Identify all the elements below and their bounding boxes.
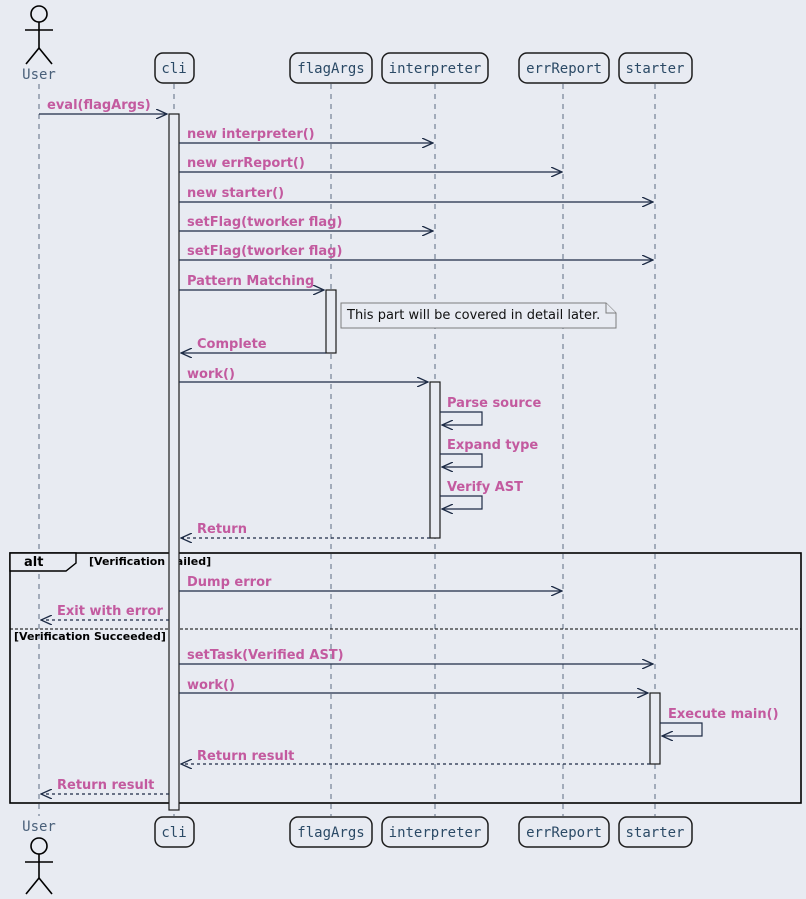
- message: Dump error: [179, 575, 562, 591]
- message-label: work(): [187, 678, 235, 693]
- self-message: Expand type: [440, 438, 538, 467]
- message-label: setFlag(tworker flag): [187, 215, 342, 230]
- message-label: Expand type: [447, 438, 538, 453]
- message-label: Exit with error: [57, 604, 163, 619]
- participant-label: cli: [161, 61, 186, 77]
- message: setFlag(tworker flag): [179, 244, 653, 260]
- note: This part will be covered in detail late…: [340, 302, 617, 329]
- actor-icon: [25, 837, 53, 895]
- activation-flagargs: [325, 289, 337, 354]
- message-label: Dump error: [187, 575, 272, 590]
- participant-label: cli: [161, 825, 186, 841]
- participant-label: interpreter: [389, 825, 482, 841]
- activation-starter: [649, 692, 661, 765]
- participant-label: flagArgs: [297, 825, 364, 841]
- self-message: Verify AST: [440, 480, 523, 509]
- message-label: Return result: [57, 778, 154, 793]
- participant-label: flagArgs: [297, 61, 364, 77]
- message-label: Execute main(): [668, 707, 779, 722]
- participant-interpreter-top: interpreter: [381, 52, 489, 84]
- message-label: setFlag(tworker flag): [187, 244, 342, 259]
- participant-cli-bottom: cli: [154, 816, 195, 848]
- participant-starter-bottom: starter: [618, 816, 693, 848]
- message-arrow: [660, 722, 703, 736]
- participant-label: errReport: [526, 825, 602, 841]
- message-label: Pattern Matching: [187, 274, 314, 289]
- participant-starter-top: starter: [618, 52, 693, 84]
- message: Exit with error: [41, 604, 169, 620]
- self-message: Execute main(): [660, 707, 779, 736]
- actor-user-bottom: User: [22, 819, 56, 895]
- participant-flagargs-top: flagArgs: [289, 52, 373, 84]
- message: new starter(): [179, 186, 653, 202]
- message: work(): [179, 678, 648, 693]
- self-message: Parse source: [440, 396, 541, 425]
- message: new interpreter(): [179, 127, 433, 143]
- message-arrow: [440, 411, 483, 425]
- participant-errreport-top: errReport: [518, 52, 610, 84]
- activation-cli: [168, 113, 180, 811]
- message: eval(flagArgs): [39, 98, 167, 114]
- message-label: Parse source: [447, 396, 541, 411]
- participant-label: starter: [625, 825, 684, 841]
- message-label: eval(flagArgs): [47, 98, 151, 113]
- participant-label: interpreter: [389, 61, 482, 77]
- message-label: new errReport(): [187, 156, 305, 171]
- message: new errReport(): [179, 156, 562, 172]
- participant-label: errReport: [526, 61, 602, 77]
- message-arrow: [440, 453, 483, 467]
- message: work(): [179, 367, 428, 382]
- message: Complete: [181, 337, 326, 353]
- participant-flagargs-bottom: flagArgs: [289, 816, 373, 848]
- participant-interpreter-bottom: interpreter: [381, 816, 489, 848]
- message-label: Return result: [197, 749, 294, 764]
- activation-interpreter: [429, 381, 441, 539]
- participant-label: starter: [625, 61, 684, 77]
- message: Return result: [181, 749, 650, 764]
- message-label: new starter(): [187, 186, 284, 201]
- participant-errreport-bottom: errReport: [518, 816, 610, 848]
- actor-icon: [25, 5, 53, 65]
- message-label: Return: [197, 522, 247, 537]
- participant-label: User: [22, 67, 56, 83]
- actor-user-top: User: [22, 5, 56, 83]
- message: Pattern Matching: [179, 274, 324, 290]
- message-label: Complete: [197, 337, 267, 352]
- message-arrow: [440, 495, 483, 509]
- message-label: work(): [187, 367, 235, 382]
- message: Return result: [41, 778, 169, 794]
- alt-frame-label: alt: [24, 555, 43, 570]
- message: setFlag(tworker flag): [179, 215, 433, 231]
- alt-guard-failed: [Verification Failed]: [89, 555, 211, 568]
- note-text: This part will be covered in detail late…: [346, 308, 600, 323]
- alt-frame: alt [Verification Failed] [Verification …: [9, 552, 802, 804]
- message-label: setTask(Verified AST): [187, 648, 344, 663]
- message-label: Verify AST: [447, 480, 523, 495]
- alt-guard-succeeded: [Verification Succeeded]: [14, 630, 166, 643]
- message: Return: [181, 522, 430, 538]
- message-label: new interpreter(): [187, 127, 315, 142]
- participant-cli-top: cli: [154, 52, 195, 84]
- participant-label: User: [22, 819, 56, 835]
- message: setTask(Verified AST): [179, 648, 653, 664]
